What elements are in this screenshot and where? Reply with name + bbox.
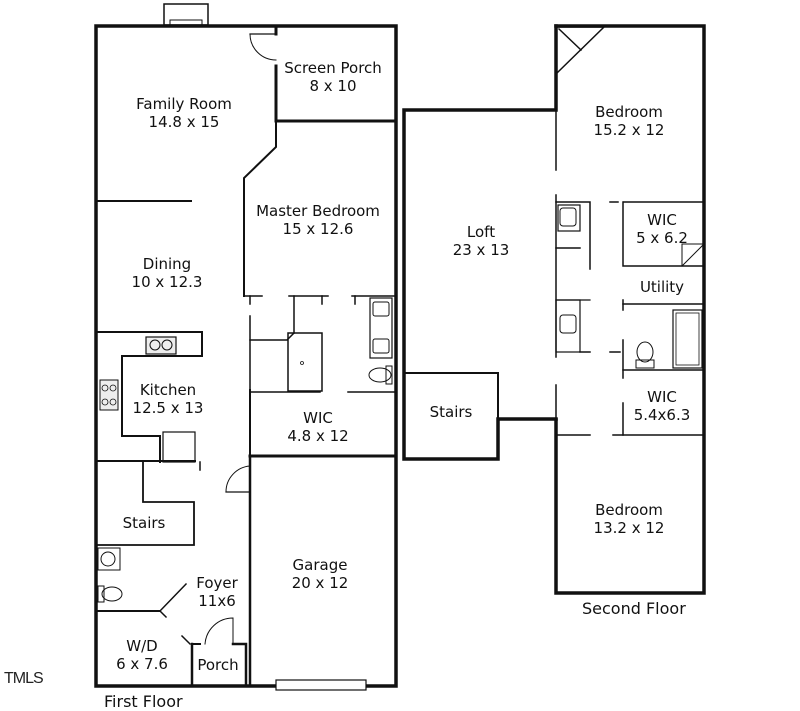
- room-name: Foyer: [196, 574, 238, 592]
- room-porch: Porch: [197, 656, 238, 674]
- room-name: Screen Porch: [284, 59, 382, 77]
- room-name: Bedroom: [595, 103, 663, 121]
- room-size: 23 x 13: [452, 241, 510, 259]
- room-size: 10 x 12.3: [131, 273, 203, 291]
- room-name: Family Room: [136, 95, 232, 113]
- room-utility: Utility: [640, 278, 684, 296]
- room-master-bedroom: Master Bedroom 15 x 12.6: [256, 202, 380, 238]
- room-name: WIC: [303, 409, 333, 427]
- room-family-room: Family Room 14.8 x 15: [136, 95, 232, 131]
- room-foyer: Foyer 11x6: [196, 574, 238, 610]
- room-loft: Loft 23 x 13: [453, 223, 510, 259]
- room-size: 5 x 6.2: [636, 229, 688, 247]
- room-wic-lower: WIC 5.4x6.3: [634, 388, 691, 424]
- room-name: Stairs: [122, 514, 166, 532]
- room-screen-porch: Screen Porch 8 x 10: [284, 59, 382, 95]
- room-size: 15 x 12.6: [282, 220, 354, 238]
- room-kitchen: Kitchen 12.5 x 13: [133, 381, 204, 417]
- room-size: 6 x 7.6: [116, 655, 168, 673]
- room-name: Bedroom: [595, 501, 663, 519]
- room-size: 13.2 x 12: [593, 519, 665, 537]
- room-dining: Dining 10 x 12.3: [132, 255, 203, 291]
- room-name: Porch: [197, 656, 239, 674]
- second-floor-caption: Second Floor: [582, 599, 686, 618]
- room-garage: Garage 20 x 12: [292, 556, 349, 592]
- room-name: WIC: [647, 388, 677, 406]
- room-size: 20 x 12: [291, 574, 349, 592]
- room-name: Master Bedroom: [256, 202, 380, 220]
- watermark-logo: TMLS: [4, 670, 44, 687]
- room-name: Kitchen: [139, 381, 197, 399]
- room-size: 11x6: [198, 592, 236, 610]
- room-stairs-first: Stairs: [123, 514, 166, 532]
- room-name: W/D: [126, 637, 158, 655]
- room-size: 12.5 x 13: [132, 399, 204, 417]
- room-bedroom-upper: Bedroom 15.2 x 12: [594, 103, 665, 139]
- room-stairs-second: Stairs: [430, 403, 473, 421]
- room-name: WIC: [647, 211, 677, 229]
- room-bedroom-lower: Bedroom 13.2 x 12: [594, 501, 665, 537]
- room-name: Stairs: [429, 403, 473, 421]
- room-name: Utility: [639, 278, 685, 296]
- room-wic-first: WIC 4.8 x 12: [287, 409, 348, 445]
- room-name: Dining: [142, 255, 192, 273]
- room-wd: W/D 6 x 7.6: [116, 637, 168, 673]
- room-size: 8 x 10: [309, 77, 357, 95]
- room-name: Garage: [292, 556, 348, 574]
- room-size: 5.4x6.3: [633, 406, 691, 424]
- first-floor-caption: First Floor: [104, 692, 183, 711]
- room-size: 4.8 x 12: [287, 427, 349, 445]
- room-size: 15.2 x 12: [593, 121, 665, 139]
- room-wic-upper: WIC 5 x 6.2: [636, 211, 688, 247]
- room-name: Loft: [466, 223, 496, 241]
- room-size: 14.8 x 15: [148, 113, 220, 131]
